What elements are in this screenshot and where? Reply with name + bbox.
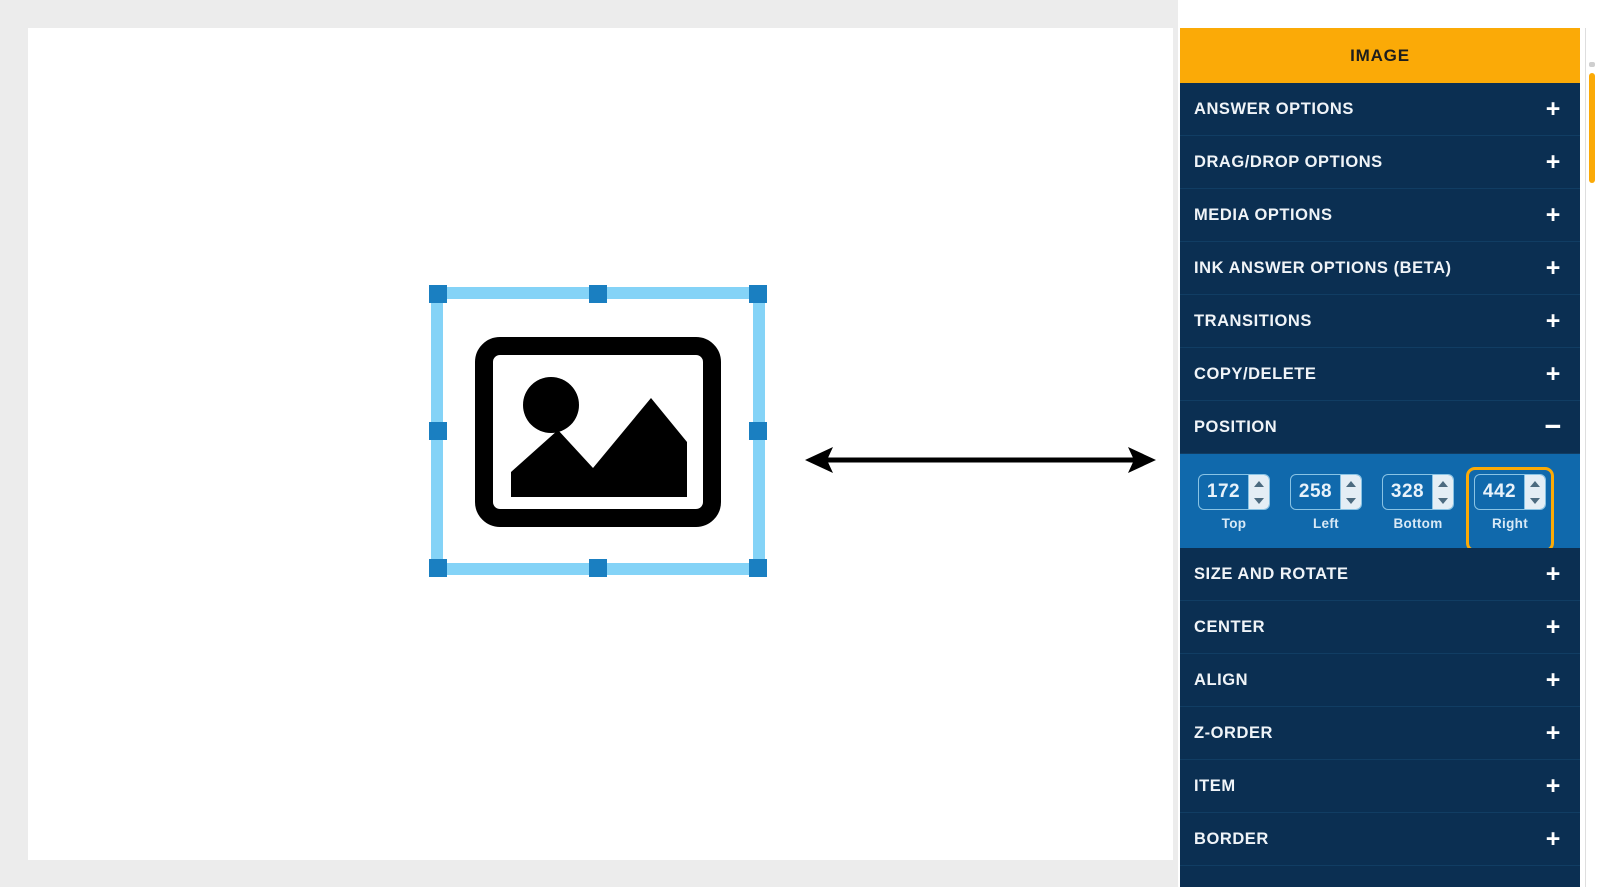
- image-properties-panel: IMAGE ANSWER OPTIONS + DRAG/DROP OPTIONS…: [1180, 28, 1580, 887]
- chevron-up-icon[interactable]: [1249, 475, 1269, 492]
- section-label: POSITION: [1194, 417, 1278, 436]
- chevron-up-icon[interactable]: [1341, 475, 1361, 492]
- bottom-field-label: Bottom: [1393, 516, 1443, 531]
- left-stepper[interactable]: 258: [1290, 474, 1362, 510]
- section-label: INK ANSWER OPTIONS (BETA): [1194, 258, 1452, 277]
- section-ink-answer-options[interactable]: INK ANSWER OPTIONS (BETA) +: [1180, 242, 1580, 295]
- left-input-value[interactable]: 258: [1298, 481, 1333, 502]
- top-stepper[interactable]: 172: [1198, 474, 1270, 510]
- section-label: MEDIA OPTIONS: [1194, 205, 1333, 224]
- resize-handle-top-left[interactable]: [429, 285, 447, 303]
- resize-handle-top-right[interactable]: [749, 285, 767, 303]
- section-border[interactable]: BORDER +: [1180, 813, 1580, 866]
- plus-icon[interactable]: +: [1545, 94, 1561, 123]
- position-field-right[interactable]: 442 Right: [1466, 467, 1554, 552]
- bottom-stepper-buttons[interactable]: [1432, 475, 1453, 509]
- resize-handle-bottom-right[interactable]: [749, 559, 767, 577]
- section-center[interactable]: CENTER +: [1180, 601, 1580, 654]
- chevron-down-icon[interactable]: [1433, 492, 1453, 509]
- position-field-top[interactable]: 172 Top: [1190, 467, 1278, 538]
- left-stepper-buttons[interactable]: [1340, 475, 1361, 509]
- scrollbar-track-cap: [1589, 62, 1595, 67]
- panel-title: IMAGE: [1180, 28, 1580, 83]
- slide-canvas[interactable]: [28, 28, 1173, 860]
- scrollbar-thumb[interactable]: [1589, 73, 1595, 183]
- plus-icon[interactable]: +: [1545, 200, 1561, 229]
- section-align[interactable]: ALIGN +: [1180, 654, 1580, 707]
- plus-icon[interactable]: +: [1545, 359, 1561, 388]
- selected-image-object[interactable]: [429, 285, 767, 577]
- position-field-left[interactable]: 258 Left: [1282, 467, 1370, 538]
- double-headed-arrow-annotation: [803, 436, 1158, 484]
- plus-icon[interactable]: +: [1545, 771, 1561, 800]
- section-item[interactable]: ITEM +: [1180, 760, 1580, 813]
- section-label: CENTER: [1194, 617, 1266, 636]
- right-stepper[interactable]: 442: [1474, 474, 1546, 510]
- plus-icon[interactable]: +: [1545, 559, 1561, 588]
- right-stepper-buttons[interactable]: [1524, 475, 1545, 509]
- chevron-down-icon[interactable]: [1341, 492, 1361, 509]
- plus-icon[interactable]: +: [1545, 612, 1561, 641]
- section-z-order[interactable]: Z-ORDER +: [1180, 707, 1580, 760]
- section-label: SIZE AND ROTATE: [1194, 564, 1349, 583]
- section-label: TRANSITIONS: [1194, 311, 1312, 330]
- chevron-up-icon[interactable]: [1433, 475, 1453, 492]
- section-size-and-rotate[interactable]: SIZE AND ROTATE +: [1180, 548, 1580, 601]
- plus-icon[interactable]: +: [1545, 147, 1561, 176]
- section-label: BORDER: [1194, 829, 1269, 848]
- section-label: COPY/DELETE: [1194, 364, 1317, 383]
- section-media-options[interactable]: MEDIA OPTIONS +: [1180, 189, 1580, 242]
- resize-handle-middle-right[interactable]: [749, 422, 767, 440]
- bottom-input-value[interactable]: 328: [1390, 481, 1425, 502]
- resize-handle-middle-left[interactable]: [429, 422, 447, 440]
- section-drag-drop-options[interactable]: DRAG/DROP OPTIONS +: [1180, 136, 1580, 189]
- position-fields-group: 172 Top 258 Left: [1180, 454, 1580, 552]
- section-label: DRAG/DROP OPTIONS: [1194, 152, 1383, 171]
- section-label: ITEM: [1194, 776, 1236, 795]
- picture-icon: [475, 337, 721, 527]
- top-stepper-buttons[interactable]: [1248, 475, 1269, 509]
- resize-handle-bottom-left[interactable]: [429, 559, 447, 577]
- top-input-value[interactable]: 172: [1206, 481, 1241, 502]
- chevron-up-icon[interactable]: [1525, 475, 1545, 492]
- plus-icon[interactable]: +: [1545, 253, 1561, 282]
- section-position[interactable]: POSITION −: [1180, 401, 1580, 454]
- plus-icon[interactable]: +: [1545, 718, 1561, 747]
- panel-scrollbar[interactable]: [1585, 28, 1597, 887]
- left-field-label: Left: [1313, 516, 1339, 531]
- plus-icon[interactable]: +: [1545, 665, 1561, 694]
- section-label: ANSWER OPTIONS: [1194, 99, 1354, 118]
- section-answer-options[interactable]: ANSWER OPTIONS +: [1180, 83, 1580, 136]
- chevron-down-icon[interactable]: [1525, 492, 1545, 509]
- right-field-label: Right: [1492, 516, 1528, 531]
- plus-icon[interactable]: +: [1545, 824, 1561, 853]
- canvas-frame: [0, 0, 1178, 887]
- chevron-down-icon[interactable]: [1249, 492, 1269, 509]
- resize-handle-bottom-center[interactable]: [589, 559, 607, 577]
- section-label: ALIGN: [1194, 670, 1249, 689]
- right-input-value[interactable]: 442: [1482, 481, 1517, 502]
- bottom-stepper[interactable]: 328: [1382, 474, 1454, 510]
- section-label: Z-ORDER: [1194, 723, 1274, 742]
- position-field-bottom[interactable]: 328 Bottom: [1374, 467, 1462, 538]
- section-copy-delete[interactable]: COPY/DELETE +: [1180, 348, 1580, 401]
- section-transitions[interactable]: TRANSITIONS +: [1180, 295, 1580, 348]
- resize-handle-top-center[interactable]: [589, 285, 607, 303]
- minus-icon[interactable]: −: [1544, 410, 1562, 443]
- top-field-label: Top: [1221, 516, 1247, 531]
- plus-icon[interactable]: +: [1545, 306, 1561, 335]
